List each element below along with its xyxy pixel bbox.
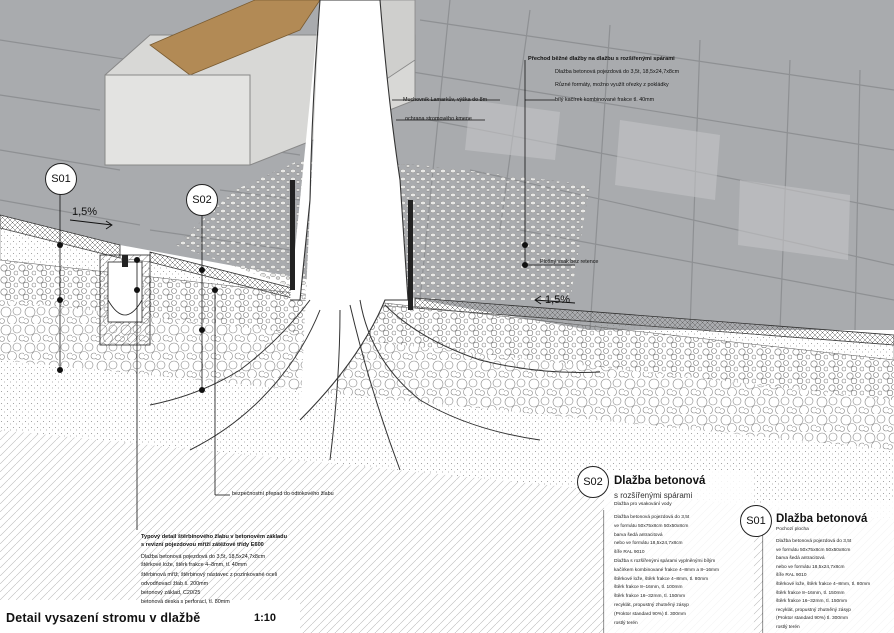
card-s02-item: Dlažba s rozšířenými spárami vyplněnými … [614, 559, 716, 564]
card-s01-item: rostlý terén [776, 625, 800, 630]
card-s01-marker: S01 [740, 505, 772, 537]
tree-protection-note: ochrana stromového kmene [405, 116, 472, 122]
transition-item-1: Dlažba betonová pojezdová do 3,5t, 18,5x… [555, 69, 680, 75]
marker-s02: S02 [186, 184, 218, 216]
card-s01-subtitle: Pochozí plocha [776, 527, 809, 532]
card-s02-title: Dlažba betonová [614, 475, 706, 487]
gutter-heading-1: Typový detail štěrbinového žlabu v beton… [141, 534, 287, 540]
layer-big-stone [0, 300, 894, 450]
transition-heading: Přechod běžné dlažby na dlažbu s rozšíře… [528, 56, 675, 62]
layer-stone [0, 260, 894, 400]
tree-species-note: Muchovník Lamarkův, výška do 8m [403, 97, 488, 103]
barrier-note: bezpečnostní přepad do odtokového žlabu [232, 491, 334, 497]
card-s02-item: Dlažba betonová pojezdová do 3,5t [614, 515, 690, 520]
marker-s01: S01 [45, 163, 77, 195]
card-s02-item: ve formátu 50x75x8cm 50x50x8cm [614, 523, 689, 529]
transition-item-2: Různé formáty, možno využít ořezky z pok… [555, 82, 669, 88]
card-s01-item: štěrk frakce 8–16mm, tl. 150mm [776, 590, 845, 596]
gutter-item-3: štěrbinová mříž, štěrbinový nástavec z p… [141, 572, 278, 578]
card-s01-item: nebo ve formátu 18,5x24,7x8cm [776, 564, 845, 570]
slope-right: 1,5% [545, 294, 571, 306]
drawing-scale: 1:10 [254, 612, 277, 624]
card-s01-item: štěrkové lože, štěrk frakce 4–8mm, tl. 8… [776, 582, 871, 587]
gutter-item-1: Dlažba betonová pojezdová do 3,5t, 18,5x… [141, 554, 266, 560]
card-s01-item: štěrk frakce 16–32mm, tl. 150mm [776, 599, 848, 605]
gutter-item-6: betonová deska s perforací, tl. 80mm [141, 599, 230, 605]
card-s02-subtitle: s rozšířenými spárami [614, 491, 693, 500]
drawing-title: Detail vysazení stromu v dlažbě [6, 611, 201, 625]
gutter-item-4: odvodňovací žlab š. 200mm [141, 581, 209, 587]
card-s02-item: rostlý terén [614, 620, 638, 626]
card-s01-item: barva šedá antracitová [776, 556, 825, 562]
card-s02-item: štěrk frakce 16–32mm, tl. 150mm [614, 594, 686, 600]
card-s02-subtitle2: Dlažba pro vsakování vody [614, 502, 672, 507]
card-s02-item: šíře RAL 9010 [614, 550, 645, 556]
card-s02-item: štěrkové lože, štěrk frakce 4–8mm, tl. 8… [614, 576, 709, 582]
card-s01-item: (Proktor standard 90%) tl. 300mm [776, 616, 848, 622]
card-s01-item: recyklát, propustný zhutněný zásyp [776, 607, 851, 613]
paving-highlights [465, 100, 850, 260]
drain-note: Plošný vsak bez retence [540, 259, 599, 265]
card-s02-item: barva šedá antracitová [614, 532, 663, 538]
card-s01-item: šíře RAL 9010 [776, 573, 807, 579]
slope-left: 1,5% [72, 206, 98, 218]
card-s01-item: Dlažba betonová pojezdová do 3,5t [776, 539, 852, 544]
card-s02-item: kačírkem kombinované frakce 4–8mm a 8–16… [614, 567, 720, 573]
leader-dots [57, 242, 528, 393]
card-s02-marker: S02 [577, 466, 609, 498]
gutter-item-2: štěrkové lože, štěrk frakce 4–8mm, tl. 4… [141, 562, 247, 568]
card-s01-panel [763, 500, 894, 633]
gutter-heading-2: s revizní pojezdovou mříží zátěžové tříd… [141, 542, 264, 548]
card-s01-item: ve formátu 50x75x8cm 50x50x8cm [776, 547, 851, 553]
card-s02-item: recyklát, propustný zhutněný zásyp [614, 603, 689, 608]
drain-gutter [99, 254, 151, 346]
card-s02-item: štěrk frakce 8–16mm, tl. 100mm [614, 585, 683, 591]
slope-arrows [69, 219, 576, 305]
tree [149, 0, 601, 471]
card-s01-title: Dlažba betonová [776, 513, 868, 525]
card-s02-item: nebo ve formátu 18,5x24,7x8cm [614, 541, 683, 547]
transition-item-3: bílý kačírek kombinované frakce tl. 40mm [555, 97, 655, 103]
card-s02-item: (Proktor standard 90%) tl. 300mm [614, 611, 686, 617]
card-s02-panel [604, 470, 754, 633]
gutter-item-5: betonový základ, C20/25 [141, 590, 201, 596]
